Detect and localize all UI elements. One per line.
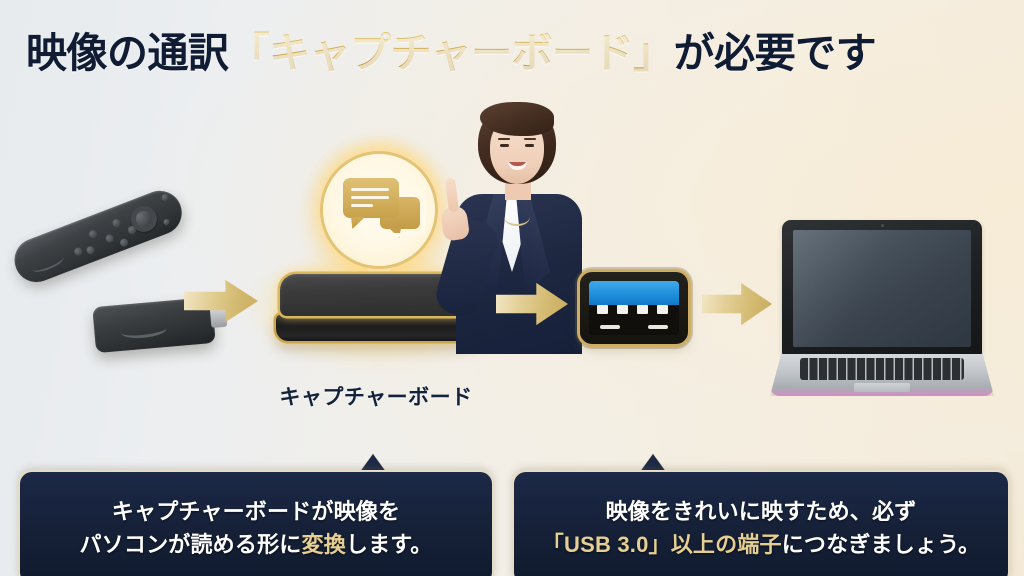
remote-button <box>85 244 96 256</box>
remote-button <box>118 237 130 248</box>
webcam-icon <box>880 224 884 227</box>
caption-left-line-1: キャプチャーボードが映像を <box>111 499 401 524</box>
usb-blue-insert <box>589 281 679 305</box>
remote-button <box>160 192 170 202</box>
caption-right-line-1: 映像をきれいに映すため、必ず <box>605 499 917 524</box>
remote-button <box>73 246 84 257</box>
remote-button <box>87 228 99 240</box>
caption-left-text: キャプチャーボードが映像を パソコンが読める形に変換します。 <box>79 495 432 561</box>
presenter-eye <box>500 144 509 147</box>
caption-left-line2-gold: 変換 <box>301 532 346 557</box>
presenter-eyebrow <box>524 138 536 140</box>
usb-tab <box>648 325 668 329</box>
laptop-lid <box>782 220 982 356</box>
presenter-necklace <box>504 208 530 226</box>
flow-diagram: キャプチャーボード <box>0 96 1024 426</box>
caption-left-line2-pre: パソコンが読める形に <box>79 532 302 557</box>
board-body-side <box>276 314 476 341</box>
flow-arrow-3-icon <box>702 281 772 327</box>
presenter-eye <box>525 144 534 147</box>
presenter-smile <box>508 162 527 170</box>
presenter-photo <box>431 94 598 354</box>
caption-left-line-2: パソコンが読める形に変換します。 <box>79 528 432 561</box>
caption-left: キャプチャーボードが映像を パソコンが読める形に変換します。 <box>18 470 494 576</box>
caption-left-line2-post: します。 <box>345 532 433 557</box>
usb-contact-pin <box>637 304 648 314</box>
usb-contact-pin <box>617 304 628 314</box>
chat-bubble-front-icon <box>343 178 399 218</box>
laptop-illustration <box>770 220 994 396</box>
title-highlight: 「キャプチャーボード」 <box>228 30 675 76</box>
flow-arrow-2-icon <box>496 281 568 327</box>
caption-right-text: 映像をきれいに映すため、必ず 「USB 3.0」以上の端子につなぎましょう。 <box>542 495 980 561</box>
usb-contact-pin <box>657 304 668 314</box>
remote-button <box>162 218 171 226</box>
remote-button <box>111 217 122 229</box>
usb-contact-pin <box>597 304 608 314</box>
capture-board-label: キャプチャーボード <box>279 386 473 409</box>
remote-control-icon <box>8 184 189 289</box>
usb-tab <box>600 325 620 329</box>
caption-right-line2-gold: 「USB 3.0」以上の端子 <box>541 532 782 557</box>
caption-right: 映像をきれいに映すため、必ず 「USB 3.0」以上の端子につなぎましょう。 <box>512 470 1010 576</box>
title-lead: 映像の通訳 <box>26 30 229 76</box>
caption-right-line2-post: につなぎましょう。 <box>781 532 981 557</box>
laptop-trackpad <box>854 383 910 392</box>
laptop-keyboard <box>800 358 964 380</box>
page-title: 映像の通訳「キャプチャーボード」が必要です <box>26 22 877 84</box>
title-tail: が必要です <box>673 30 877 76</box>
laptop-screen <box>793 230 971 347</box>
usb-cavity <box>589 281 679 335</box>
caption-right-line-2: 「USB 3.0」以上の端子につなぎましょう。 <box>542 528 980 561</box>
presenter-eyebrow <box>498 138 510 140</box>
usb-3-0-port-icon <box>580 272 688 344</box>
remote-button <box>104 233 115 244</box>
presenter-fringe <box>480 102 554 136</box>
